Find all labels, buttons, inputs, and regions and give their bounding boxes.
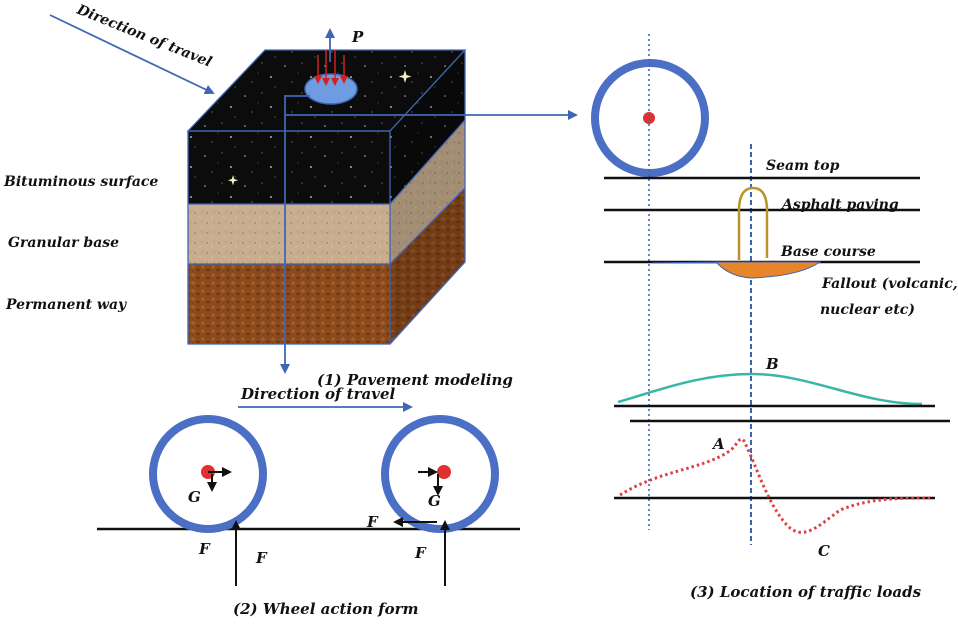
label-g-left: G: [188, 488, 201, 506]
label-p: P: [351, 28, 364, 46]
label-g-right: G: [428, 492, 441, 510]
caption-pavement-modeling: (1) Pavement modeling: [317, 371, 513, 389]
label-permanent-way: Permanent way: [5, 297, 127, 313]
label-c: C: [818, 542, 830, 560]
side-granular-layer: [390, 120, 465, 264]
label-asphalt-paving: Asphalt paving: [780, 197, 899, 213]
label-bituminous-surface: Bituminous surface: [3, 174, 158, 190]
asphalt-pulse-curve: [737, 186, 769, 260]
contact-patch: [304, 73, 358, 105]
left-wheel: [149, 415, 267, 533]
label-seam-top: Seam top: [766, 158, 840, 174]
label-f-right-low: F: [414, 544, 427, 562]
label-b: B: [765, 355, 779, 373]
pavement-block: [186, 28, 467, 345]
curve-ac: [619, 437, 931, 534]
wheel-center: [437, 465, 451, 479]
caption-wheel-action: (2) Wheel action form: [233, 600, 418, 618]
label-fallout-line1: Fallout (volcanic,: [821, 276, 958, 292]
label-a: A: [711, 435, 725, 453]
sparkle-icon: [398, 70, 412, 83]
curve-b: [617, 372, 923, 406]
load-arrows: [314, 50, 348, 86]
side-bituminous-layer: [390, 50, 465, 204]
direction-label-mid: Direction of travel: [240, 385, 396, 403]
right-wheel: [381, 415, 499, 533]
location-wheel-center: [643, 112, 655, 124]
caption-traffic-loads: (3) Location of traffic loads: [690, 583, 922, 601]
label-f-left-arrow: F: [255, 549, 268, 567]
side-permanent-layer: [390, 188, 465, 344]
label-fallout-line2: nuclear etc): [820, 302, 915, 318]
label-base-course: Base course: [780, 244, 876, 260]
label-granular-base: Granular base: [8, 235, 119, 251]
direction-arrow-top: [49, 14, 215, 95]
label-f-left-low: F: [198, 540, 211, 558]
front-bituminous-layer: [188, 131, 390, 204]
label-f-right-top: F: [366, 513, 379, 531]
sparkle-icon: [227, 175, 239, 186]
front-granular-layer: [188, 204, 390, 264]
front-permanent-layer: [188, 264, 390, 344]
fallout-shape: [651, 261, 822, 279]
